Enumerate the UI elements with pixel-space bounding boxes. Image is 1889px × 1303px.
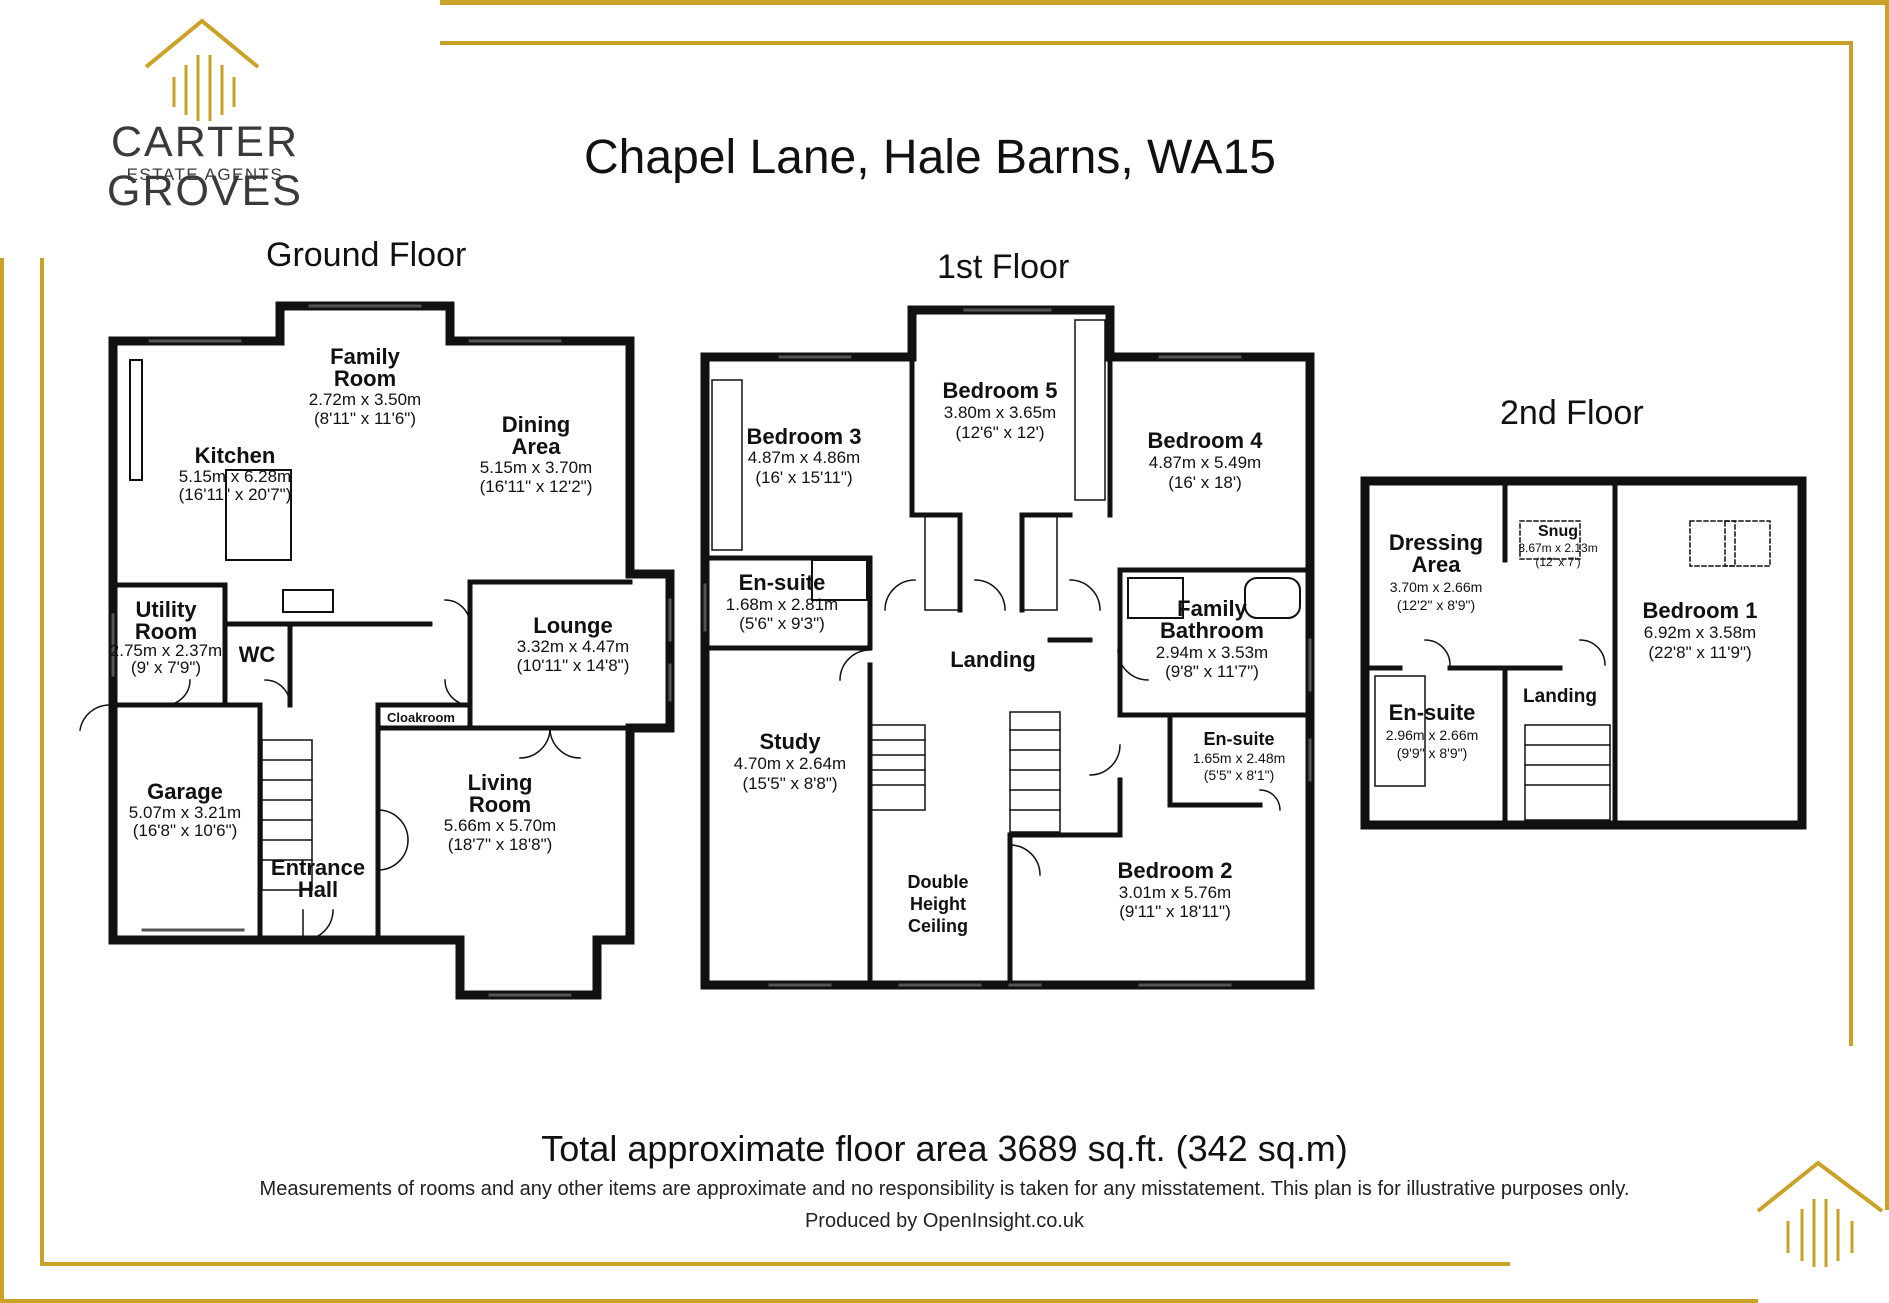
total-floor-area: Total approximate floor area 3689 sq.ft.… bbox=[541, 1128, 1348, 1169]
room-dining-imp: (16'11" x 12'2") bbox=[480, 477, 593, 496]
room-dining-name1: Dining bbox=[502, 412, 570, 437]
house-roof-icon bbox=[144, 18, 260, 121]
second-floor-label: 2nd Floor bbox=[1500, 394, 1644, 432]
room-family-bath-dim: 2.94m x 3.53m bbox=[1156, 643, 1268, 662]
room-double-name3: Ceiling bbox=[908, 916, 968, 936]
room-bedroom5-name: Bedroom 5 bbox=[943, 378, 1058, 403]
frame-left-outer bbox=[0, 258, 4, 1303]
room-garage-dim: 5.07m x 3.21m bbox=[129, 803, 241, 822]
room-bedroom1-name: Bedroom 1 bbox=[1643, 598, 1758, 623]
room-family-room-imp: (8'11" x 11'6") bbox=[314, 409, 416, 428]
room-bedroom2-imp: (9'11" x 18'11") bbox=[1119, 902, 1231, 921]
room-entrance-name1: Entrance bbox=[271, 855, 365, 880]
room-bedroom4-dim: 4.87m x 5.49m bbox=[1149, 453, 1261, 472]
room-bedroom1-imp: (22'8" x 11'9") bbox=[1648, 643, 1751, 662]
brand-tagline: ESTATE AGENTS bbox=[126, 165, 284, 184]
room-ensuite3-imp: (9'9" x 8'9") bbox=[1397, 745, 1468, 761]
room-utility-name2: Room bbox=[135, 619, 197, 644]
room-family-bath-name2: Bathroom bbox=[1160, 618, 1264, 643]
room-ensuite3-name: En-suite bbox=[1389, 700, 1476, 725]
room-ensuite2-dim: 1.65m x 2.48m bbox=[1193, 750, 1286, 766]
room-wc-name: WC bbox=[239, 642, 276, 667]
room-landing2-name: Landing bbox=[1523, 686, 1597, 707]
room-study-imp: (15'5" x 8'8") bbox=[742, 774, 837, 793]
room-living-imp: (18'7" x 18'8") bbox=[448, 835, 553, 854]
room-dining-dim: 5.15m x 3.70m bbox=[480, 458, 592, 477]
room-family-room-name1: Family bbox=[330, 344, 400, 369]
frame-top-outer bbox=[440, 0, 1889, 5]
disclaimer: Measurements of rooms and any other item… bbox=[259, 1178, 1630, 1200]
room-dressing-imp: (12'2" x 8'9") bbox=[1397, 597, 1475, 613]
house-roof-icon-footer bbox=[1756, 1160, 1884, 1267]
room-bedroom2-name: Bedroom 2 bbox=[1118, 858, 1233, 883]
room-bedroom1-dim: 6.92m x 3.58m bbox=[1644, 623, 1756, 642]
room-landing-name: Landing bbox=[950, 647, 1036, 672]
room-kitchen-dim: 5.15m x 6.28m bbox=[179, 467, 291, 486]
ground-floor-label: Ground Floor bbox=[266, 236, 467, 274]
room-bedroom2-dim: 3.01m x 5.76m bbox=[1119, 883, 1231, 902]
room-ensuite1-name: En-suite bbox=[739, 570, 826, 595]
room-utility-imp: (9' x 7'9") bbox=[131, 658, 201, 677]
room-kitchen-name: Kitchen bbox=[195, 443, 276, 468]
room-double-name1: Double bbox=[908, 872, 969, 892]
first-floor-plan bbox=[700, 305, 1315, 990]
room-living-name1: Living bbox=[468, 770, 533, 795]
room-utility-dim: 2.75m x 2.37m bbox=[110, 641, 222, 660]
room-lounge-imp: (10'11" x 14'8") bbox=[517, 656, 630, 675]
produced-by: Produced by OpenInsight.co.uk bbox=[804, 1210, 1085, 1232]
room-ensuite3-dim: 2.96m x 2.66m bbox=[1386, 727, 1479, 743]
room-ensuite2-imp: (5'5" x 8'1") bbox=[1204, 767, 1275, 783]
room-bedroom3-name: Bedroom 3 bbox=[747, 424, 862, 449]
room-garage-name: Garage bbox=[147, 779, 223, 804]
frame-right-outer bbox=[1885, 0, 1889, 1210]
room-garage-imp: (16'8" x 10'6") bbox=[133, 821, 238, 840]
room-dining-name2: Area bbox=[512, 434, 562, 459]
second-floor-plan bbox=[1360, 476, 1807, 830]
room-double-name2: Height bbox=[910, 894, 966, 914]
room-family-bath-imp: (9'8" x 11'7") bbox=[1165, 662, 1259, 681]
room-study-dim: 4.70m x 2.64m bbox=[734, 754, 846, 773]
room-snug-name: Snug bbox=[1538, 523, 1578, 540]
frame-top-inner bbox=[440, 41, 1853, 45]
room-bedroom4-imp: (16' x 18') bbox=[1168, 473, 1242, 492]
brand-name: CARTER GROVES bbox=[107, 118, 303, 215]
room-snug-imp: (12' x 7') bbox=[1535, 555, 1580, 569]
room-family-room-dim: 2.72m x 3.50m bbox=[309, 390, 421, 409]
room-kitchen-imp: (16'11" x 20'7") bbox=[179, 485, 292, 504]
room-dressing-dim: 3.70m x 2.66m bbox=[1390, 579, 1483, 595]
room-cloakroom-name: Cloakroom bbox=[387, 710, 455, 725]
frame-bottom-inner bbox=[40, 1262, 1510, 1266]
room-family-bath-name1: Family bbox=[1177, 596, 1247, 621]
room-bedroom5-dim: 3.80m x 3.65m bbox=[944, 403, 1056, 422]
room-ensuite2-name: En-suite bbox=[1203, 729, 1274, 749]
ground-floor-plan bbox=[79, 301, 675, 1000]
room-bedroom4-name: Bedroom 4 bbox=[1148, 428, 1264, 453]
first-floor-label: 1st Floor bbox=[937, 248, 1070, 286]
room-lounge-name: Lounge bbox=[533, 613, 612, 638]
room-lounge-dim: 3.32m x 4.47m bbox=[517, 637, 629, 656]
room-bedroom3-dim: 4.87m x 4.86m bbox=[748, 448, 860, 467]
frame-right-inner bbox=[1849, 41, 1853, 1046]
room-living-name2: Room bbox=[469, 792, 531, 817]
room-ensuite1-imp: (5'6" x 9'3") bbox=[739, 614, 825, 633]
frame-left-inner bbox=[40, 258, 44, 1266]
room-snug-dim: 3.67m x 2.13m bbox=[1518, 541, 1597, 555]
room-entrance-name2: Hall bbox=[298, 877, 338, 902]
room-utility-name1: Utility bbox=[135, 597, 197, 622]
room-family-room-name2: Room bbox=[334, 366, 396, 391]
room-bedroom3-imp: (16' x 15'11") bbox=[755, 468, 852, 487]
page-title: Chapel Lane, Hale Barns, WA15 bbox=[584, 131, 1276, 184]
room-dressing-name1: Dressing bbox=[1389, 530, 1483, 555]
room-living-dim: 5.66m x 5.70m bbox=[444, 816, 556, 835]
room-study-name: Study bbox=[759, 729, 821, 754]
room-ensuite1-dim: 1.68m x 2.81m bbox=[726, 595, 838, 614]
room-bedroom5-imp: (12'6" x 12') bbox=[955, 423, 1044, 442]
frame-bottom-outer bbox=[0, 1299, 1758, 1303]
room-dressing-name2: Area bbox=[1412, 552, 1462, 577]
